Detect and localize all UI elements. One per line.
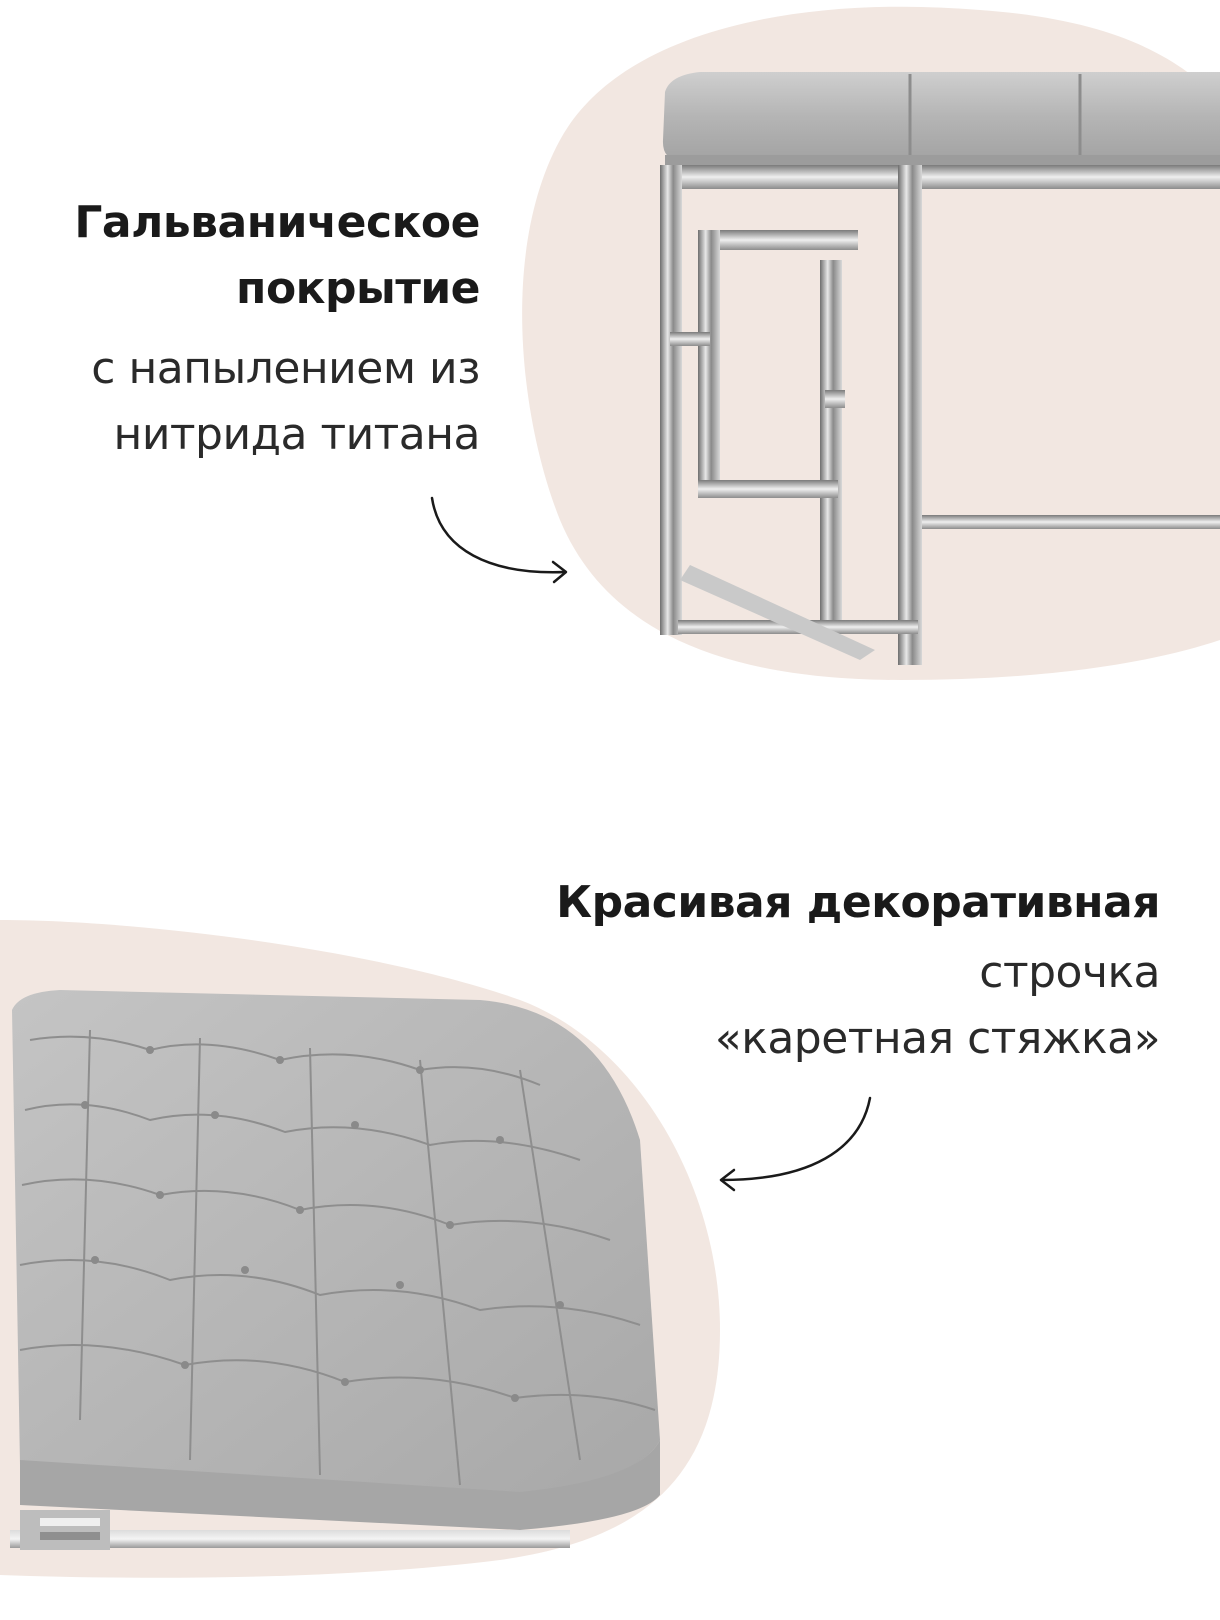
feature-2-sub-line-2: «каретная стяжка» [714,1013,1161,1064]
curved-arrow-right-icon [430,496,568,584]
bench-frame-photo [660,72,1220,665]
feature-section-plating: Гальваническое покрытие с напылением из … [0,0,1220,760]
feature-1-heading-line-1: Гальваническое [74,197,480,248]
feature-section-stitching: Красивая декоративная строчка «каретная … [0,760,1220,1620]
feature-2-sub-line-1: строчка [979,947,1160,998]
tufted-seat-photo [10,990,660,1550]
feature-2-heading: Красивая декоративная [556,877,1160,928]
curved-arrow-left-icon [719,1096,872,1192]
feature-1-heading-line-2: покрытие [236,263,480,314]
feature-2-text: Красивая декоративная строчка «каретная … [460,870,1160,1072]
feature-1-sub-line-2: нитрида титана [113,409,481,460]
feature-1-text: Гальваническое покрытие с напылением из … [0,190,480,468]
feature-1-sub-line-1: с напылением из [91,343,480,394]
